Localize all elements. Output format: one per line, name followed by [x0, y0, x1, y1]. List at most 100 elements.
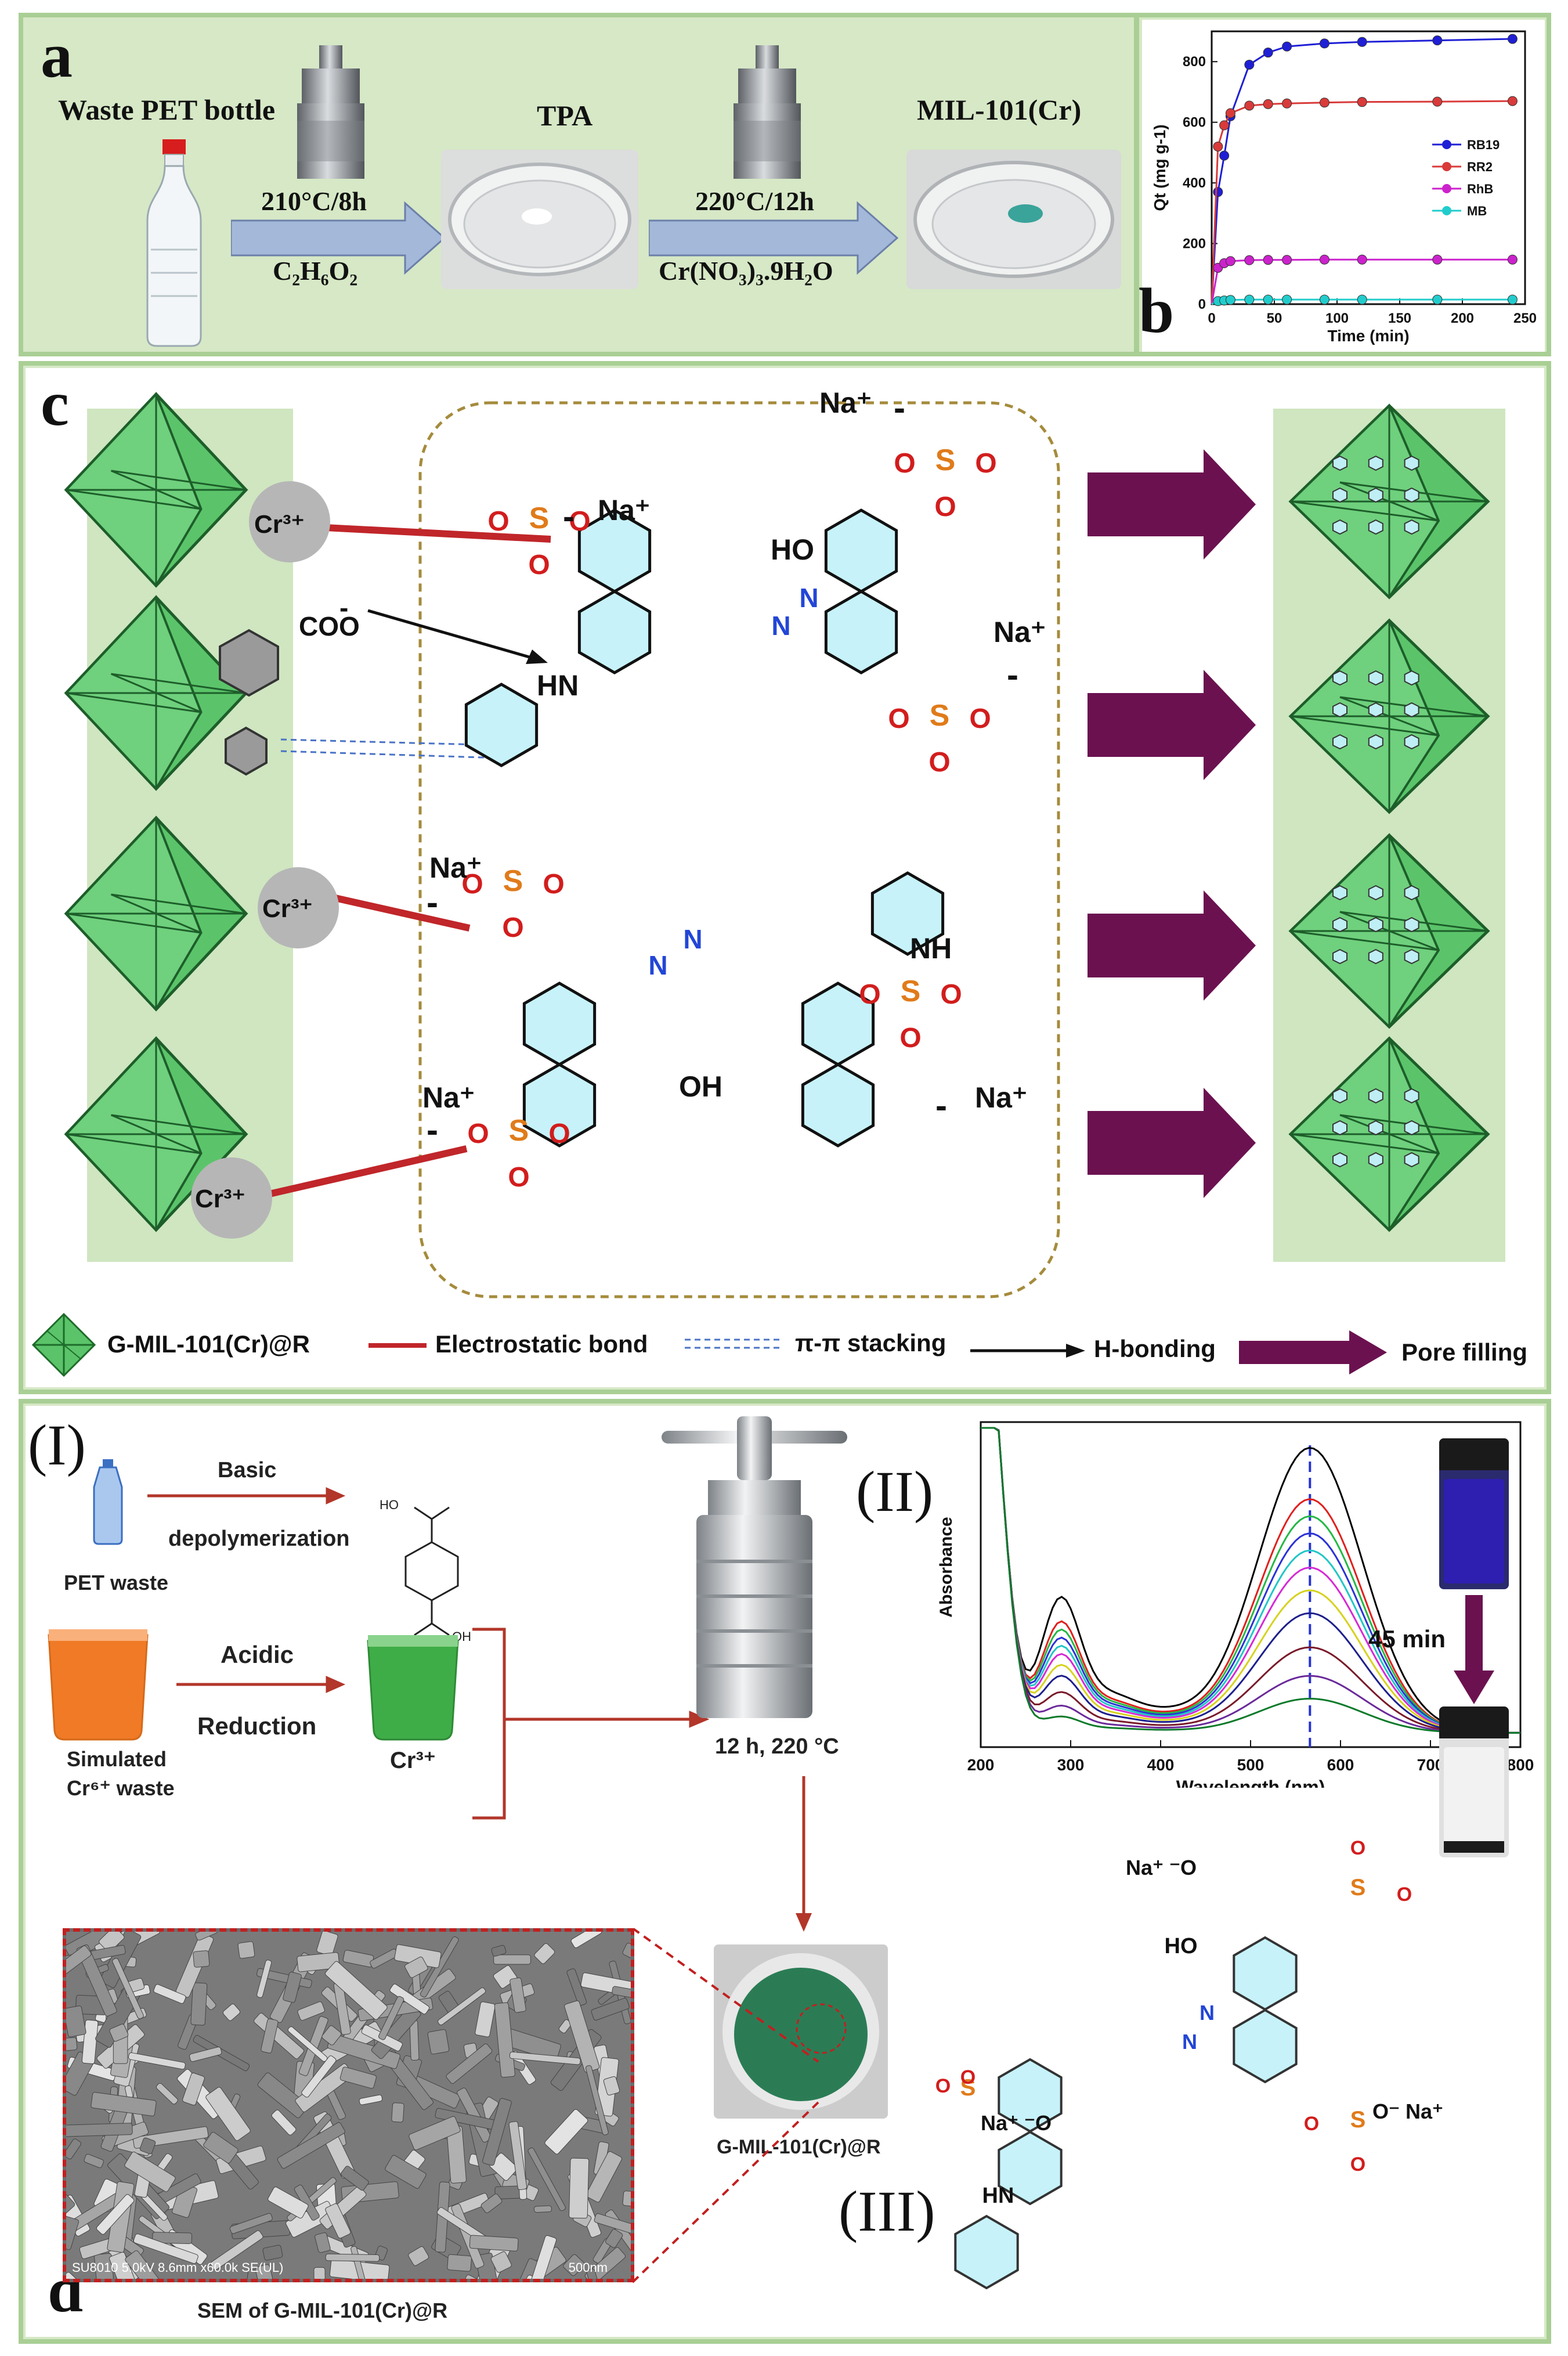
y-tick-label: 0	[1198, 297, 1206, 312]
sem-image: SU8010 5.0kV 8.6mm x60.0k SE(UL) 500nm	[63, 1928, 634, 2282]
uv-spectrum-1	[981, 1427, 1521, 1734]
sem-particle	[153, 1984, 186, 2004]
sem-particle	[195, 1932, 218, 1941]
legend-electrostatic: Electrostatic bond	[435, 1330, 648, 1358]
vial-after	[1439, 1706, 1509, 1857]
sem-particle	[66, 2123, 133, 2137]
svg-text:S: S	[930, 699, 950, 733]
data-point-RR2	[1357, 97, 1367, 107]
sem-particle	[534, 1943, 555, 1964]
data-point-RB19	[1263, 48, 1273, 58]
rb19-ring-d	[1233, 2008, 1298, 2084]
sem-particle	[510, 1977, 526, 2013]
dye2-ring-b	[522, 1063, 597, 1148]
legend-hbond-swatch	[970, 1344, 1085, 1358]
conditions-label: 12 h, 220 °C	[715, 1734, 839, 1759]
legend-marker-RhB	[1442, 184, 1451, 193]
svg-text:S: S	[529, 501, 550, 535]
cr3-label-1: Cr³⁺	[254, 510, 305, 539]
rb19-hn: HN	[982, 2184, 1014, 2208]
uv-spectrum-6	[981, 1427, 1521, 1734]
sem-particle	[359, 2094, 383, 2105]
sem-particle	[112, 1958, 144, 2019]
rb19-s-3: S	[1350, 2107, 1366, 2133]
x-tick-label: 200	[1451, 311, 1474, 326]
rb19-ring-c	[1233, 1936, 1298, 2011]
sem-particle	[193, 1950, 210, 1968]
sem-particle	[66, 2138, 82, 2160]
data-point-RB19	[1507, 34, 1518, 44]
dye1-phenyl	[464, 683, 539, 767]
panel-c-letter: c	[41, 368, 69, 439]
x-axis-label: Time (min)	[1327, 327, 1409, 345]
roman-2: (II)	[856, 1459, 934, 1524]
rb19-na-o-2: Na⁺ ⁻O	[1126, 1856, 1197, 1879]
roman-3: (III)	[839, 2179, 935, 2243]
dye1-azo-n1: N	[771, 611, 790, 641]
rb19-o-4: O	[1397, 1884, 1412, 1906]
x-tick-label: 150	[1388, 311, 1411, 326]
y-axis-label: Qt (mg g-1)	[1151, 124, 1169, 211]
dye1-ring-c	[824, 590, 898, 674]
sem-particle	[603, 2076, 620, 2096]
legend-marker-RR2	[1442, 162, 1451, 171]
sem-particle	[563, 2254, 585, 2276]
uv-x-tick-label: 500	[1237, 1756, 1264, 1774]
dye2-phenyl	[870, 871, 945, 956]
sem-particle	[612, 1986, 631, 2003]
octahedron-left-2	[64, 595, 248, 791]
waste-pet-label: Waste PET bottle	[58, 93, 276, 126]
na-label-1: Na⁺	[598, 494, 651, 526]
data-point-RR2	[1225, 108, 1235, 118]
rb19-o-2: O	[960, 2066, 976, 2088]
data-point-RR2	[1219, 120, 1230, 131]
sem-particle	[76, 1944, 117, 2016]
sem-particle	[325, 1961, 388, 2020]
octahedron-right-1	[1288, 403, 1490, 600]
arrow-step1	[231, 201, 446, 275]
sem-particle	[271, 2109, 297, 2135]
sem-particle	[125, 2250, 163, 2279]
sem-particle	[133, 2234, 198, 2264]
sem-particle	[391, 2102, 404, 2123]
uv-y-axis-label: Absorbance	[937, 1517, 956, 1617]
rb19-o-3: O	[1350, 1837, 1365, 1859]
sem-particle	[91, 2092, 157, 2117]
uv-x-axis-label: Wavelength (nm)	[1176, 1777, 1325, 1788]
svg-text:O: O	[859, 979, 880, 1010]
uv-spectrum-11	[981, 1427, 1521, 1734]
sem-particle	[99, 1932, 125, 1953]
svg-text:O: O	[975, 448, 996, 479]
sem-particle	[389, 1983, 430, 2015]
dye2-azo-n1: N	[648, 950, 667, 980]
uv-x-tick-label: 400	[1147, 1756, 1175, 1774]
sem-particle	[66, 2216, 80, 2250]
sem-particle	[544, 2109, 588, 2155]
y-tick-label: 800	[1183, 54, 1206, 70]
pet-waste-label: PET waste	[64, 1571, 169, 1594]
x-tick-label: 250	[1513, 311, 1537, 326]
legend-label-RR2: RR2	[1467, 160, 1493, 174]
vial-before	[1439, 1438, 1509, 1589]
sem-particle	[84, 2153, 104, 2169]
sem-particle	[124, 2151, 176, 2192]
data-point-RhB	[1432, 254, 1443, 265]
data-point-MB	[1432, 294, 1443, 305]
dye1-azo-n2: N	[799, 583, 818, 613]
sem-particle	[237, 1941, 255, 1959]
data-point-RR2	[1319, 98, 1329, 108]
sem-particle	[109, 2023, 129, 2042]
sem-particle	[594, 2213, 631, 2240]
sem-particle	[283, 1971, 302, 2003]
data-point-RB19	[1244, 59, 1255, 70]
data-point-RR2	[1263, 99, 1273, 109]
legend-electrostatic-swatch	[368, 1343, 427, 1348]
sem-particle	[66, 2194, 75, 2231]
data-point-MB	[1282, 294, 1292, 305]
sem-particle	[341, 2166, 369, 2191]
